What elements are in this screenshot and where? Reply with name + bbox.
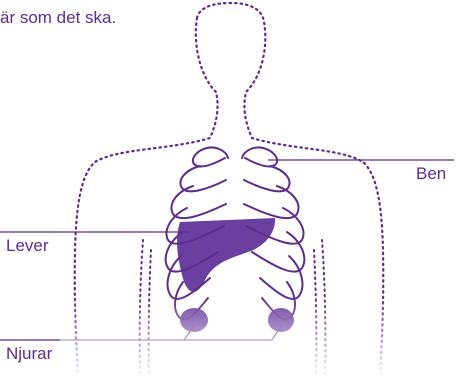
label-liver: Lever: [6, 236, 49, 256]
label-bone: Ben: [416, 164, 446, 184]
caption-text: är som det ska.: [0, 8, 116, 28]
bottom-fade: [60, 295, 400, 375]
liver-organ: [177, 218, 275, 292]
label-kidneys: Njurar: [6, 344, 52, 364]
